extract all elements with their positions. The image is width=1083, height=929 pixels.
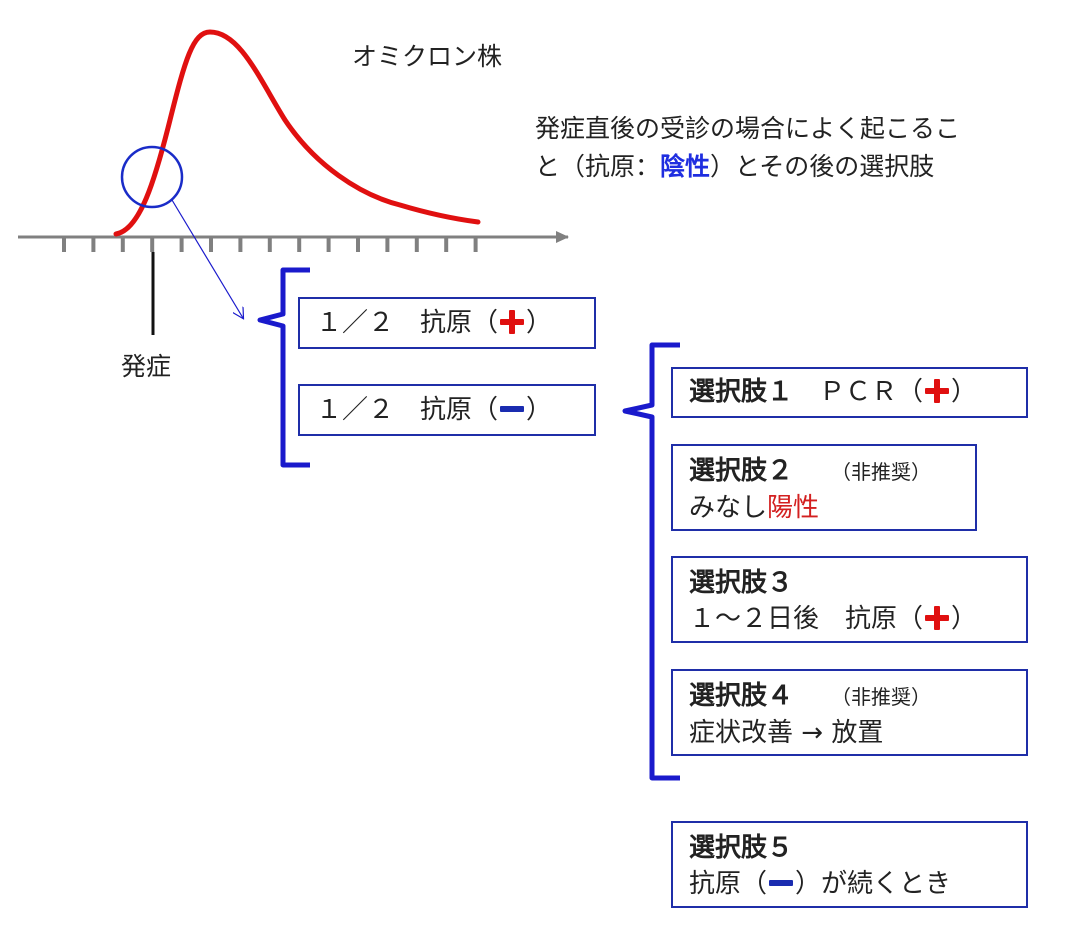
result-positive-prefix: １／２ 抗原（ [316,308,499,338]
subtitle-negative-word: 陰性 [660,152,711,181]
early-onset-circle [120,145,184,209]
diagram-title: オミクロン株 [352,42,503,71]
subtitle-line-2: と（抗原：陰性）とその後の選択肢 [535,148,960,186]
minus-icon [500,397,525,421]
option-5-line-end: ）が続くとき [795,869,952,899]
option-1-title-end: ） [951,377,978,407]
option-3-line-end: ） [951,604,978,634]
option-5-line: 抗原（ ）が続くとき [689,866,1010,902]
option-2-title: 選択肢２ [689,456,794,486]
option-1-title-tail: ＰＣＲ（ [793,377,924,407]
option-4-line: 症状改善 → 放置 [689,718,884,748]
result-negative-box: １／２ 抗原（ ） [298,384,596,436]
options-bracket [622,342,680,781]
option-5-line-start: 抗原（ [689,869,768,899]
option-5-title: 選択肢５ [689,833,794,863]
subtitle-line-2-end: ）とその後の選択肢 [710,152,935,181]
option-1-title: 選択肢１ [689,377,794,407]
option-2-line: みなし陽性 [689,490,959,526]
option-2-note: （非推奨） [831,460,932,484]
subtitle-line-2-start: と（抗原： [535,152,661,181]
result-positive-box: １／２ 抗原（ ） [298,297,596,349]
option-4-note: （非推奨） [831,685,932,709]
option-4-box: 選択肢４ （非推奨） 症状改善 → 放置 [671,669,1028,756]
result-negative-suffix: ） [526,395,553,425]
option-2-heading: 選択肢２ （非推奨） [689,453,959,490]
minus-icon [769,871,794,895]
pointer-arrow [171,199,243,318]
option-1-box: 選択肢１ ＰＣＲ（ ） [671,367,1028,418]
option-1-row: 選択肢１ ＰＣＲ（ ） [689,374,1010,410]
option-3-line: １～２日後 抗原（ ） [689,601,1010,637]
subtitle-line-1: 発症直後の受診の場合によく起こるこ [535,114,961,143]
results-bracket [257,267,310,468]
plus-icon [925,605,950,630]
plus-icon [500,309,525,334]
onset-label: 発症 [121,352,172,381]
option-2-positive-word: 陽性 [767,493,820,523]
option-2-line-start: みなし [689,493,768,523]
option-3-title: 選択肢３ [689,568,794,598]
result-positive-suffix: ） [526,308,553,338]
plus-icon [925,378,950,403]
result-negative-text: １／２ 抗原（ ） [316,392,578,428]
result-positive-text: １／２ 抗原（ ） [316,305,578,341]
option-4-title: 選択肢４ [689,681,794,711]
option-4-heading: 選択肢４ （非推奨） [689,678,1010,715]
option-5-box: 選択肢５ 抗原（ ）が続くとき [671,821,1028,908]
option-3-box: 選択肢３ １～２日後 抗原（ ） [671,556,1028,643]
option-2-box: 選択肢２ （非推奨） みなし陽性 [671,444,977,531]
axis-ticks [62,238,478,252]
option-3-line-start: １～２日後 抗原（ [689,604,924,634]
diagram-subtitle: 発症直後の受診の場合によく起こるこ と（抗原：陰性）とその後の選択肢 [535,110,960,186]
result-negative-prefix: １／２ 抗原（ [316,395,499,425]
infection-curve [113,29,481,237]
